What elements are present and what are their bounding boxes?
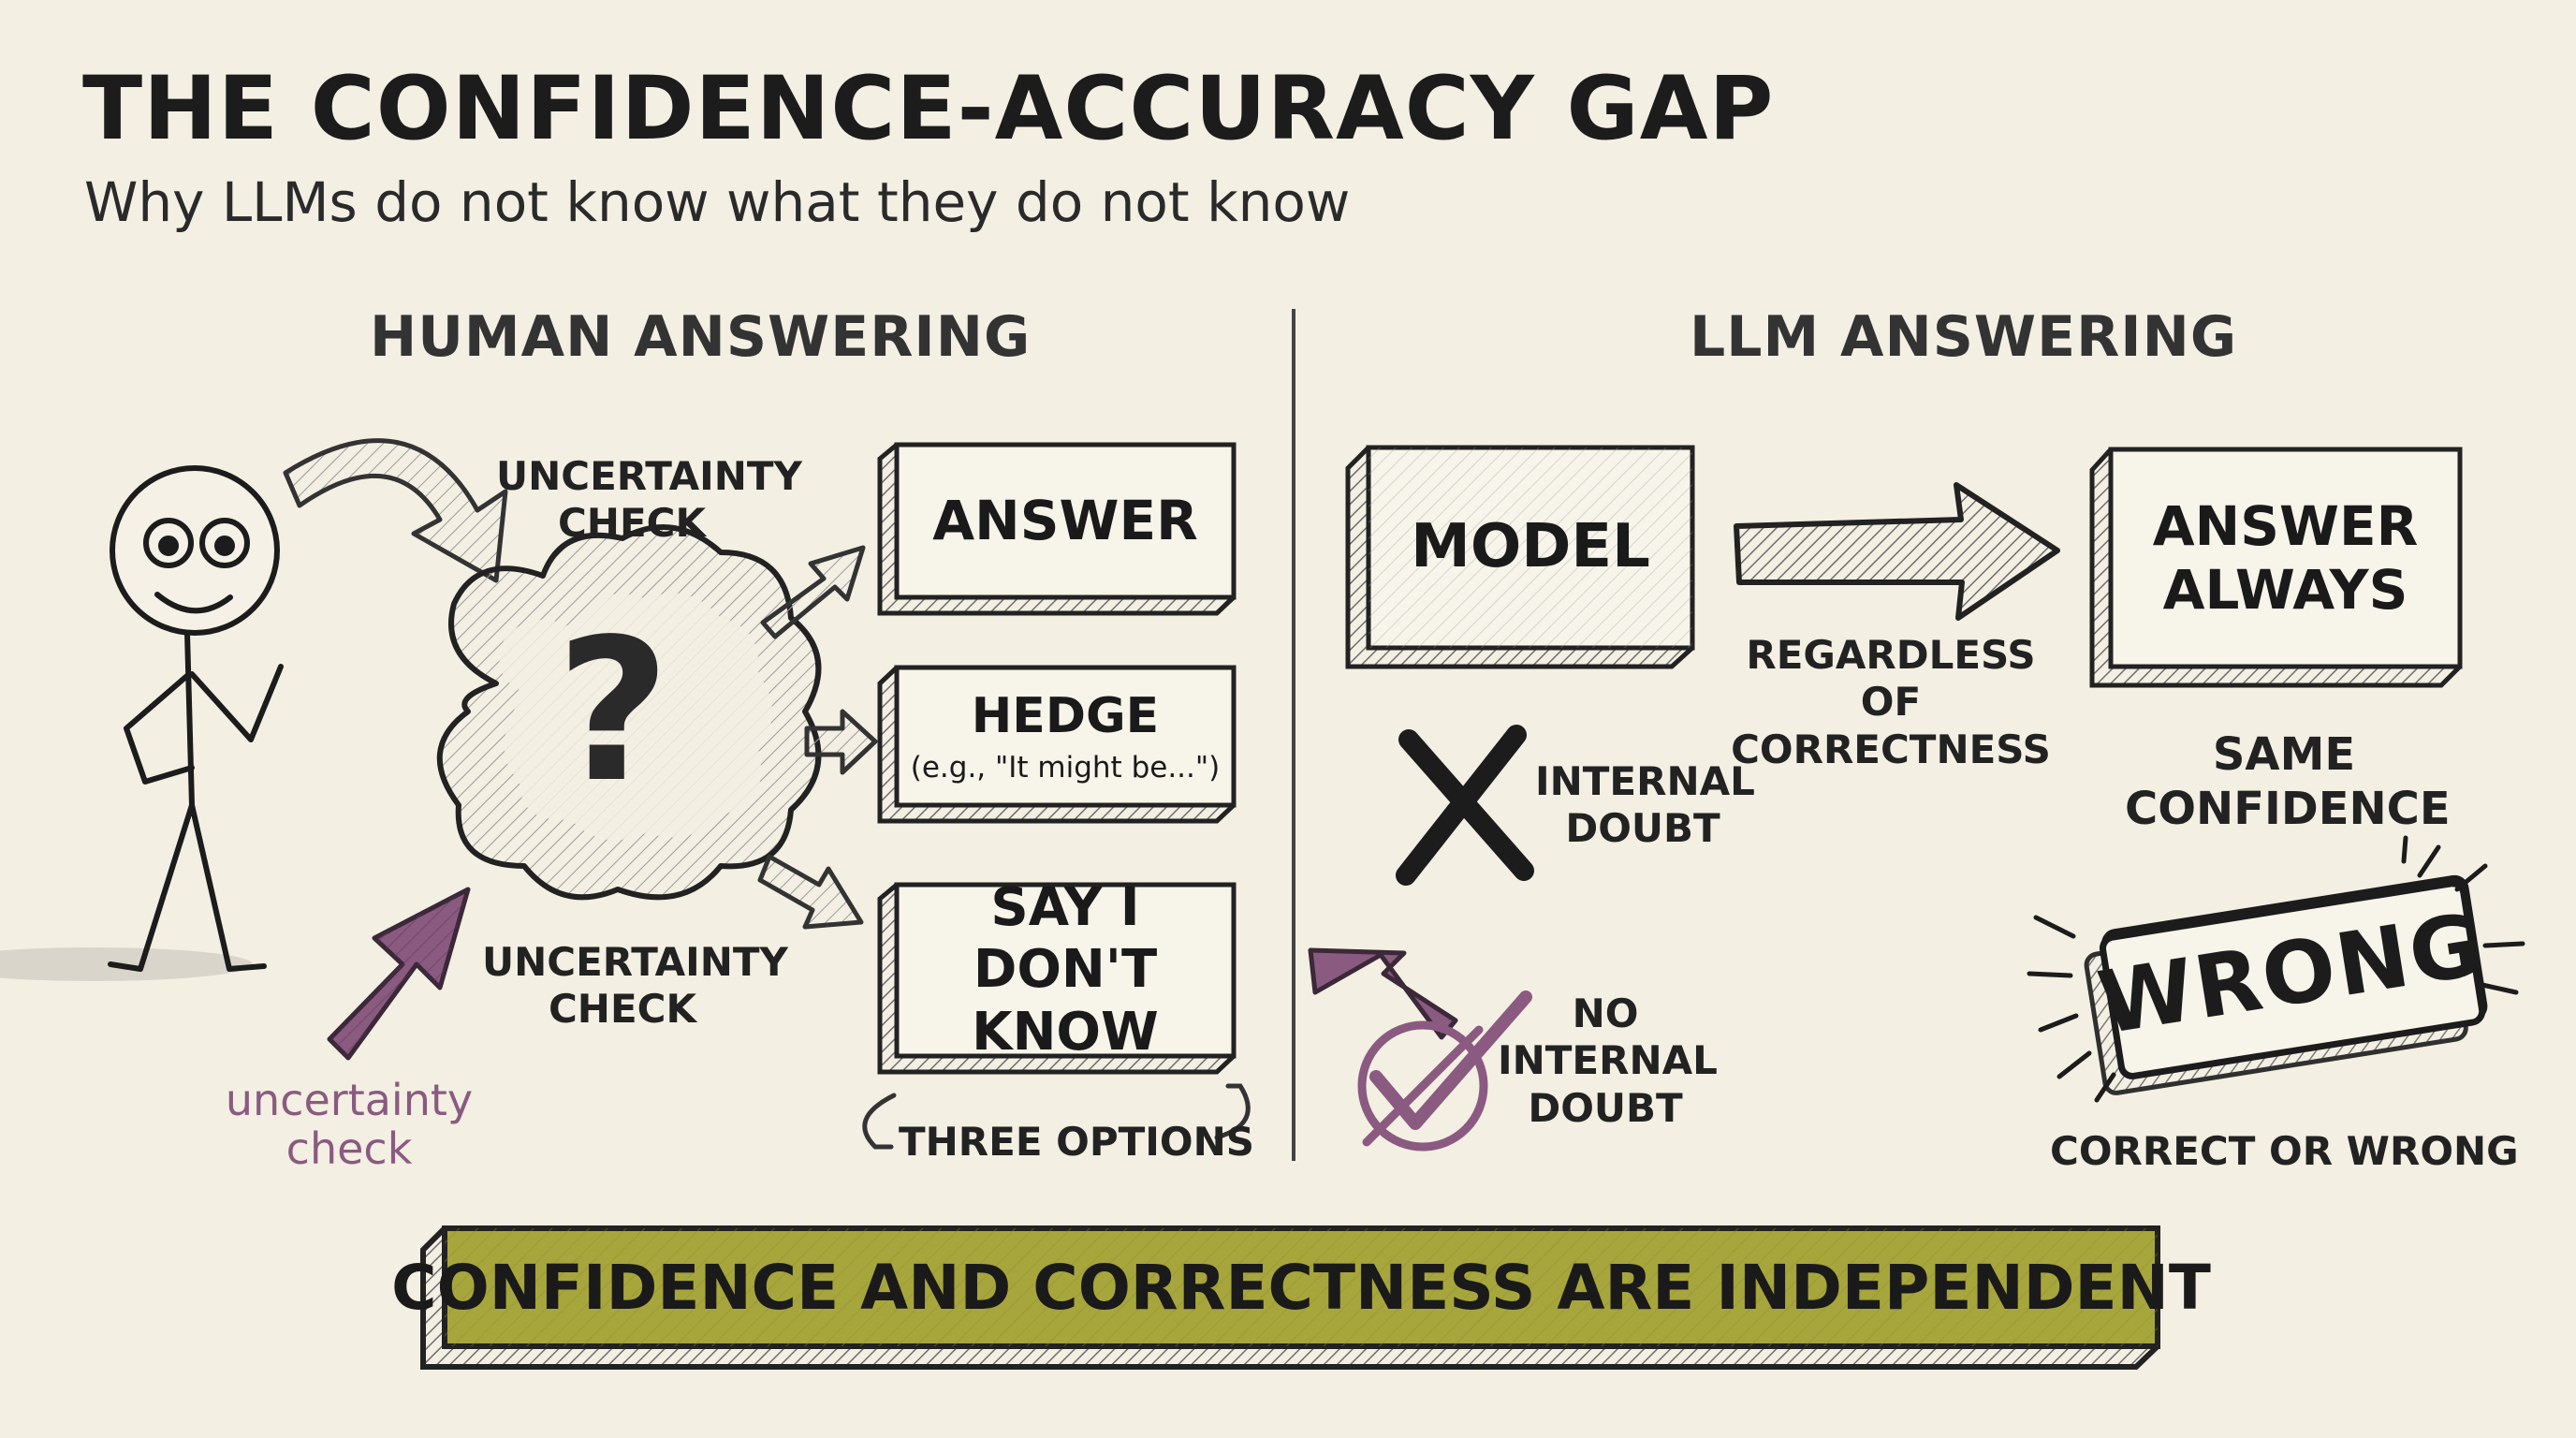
option-answer: ANSWER [897, 445, 1234, 597]
answer-box-frame [877, 442, 1237, 616]
option-hedge-label: HEDGE [971, 687, 1160, 744]
cross-x-icon [1396, 725, 1534, 886]
curl-arrow-right-icon [1214, 1083, 1251, 1140]
curved-arrow-icon [283, 438, 508, 583]
burst-lines-icon [2027, 835, 2525, 1103]
no-internal-doubt-label: NO INTERNAL DOUBT [1498, 990, 1718, 1131]
curl-arrow-left-icon [862, 1093, 897, 1150]
answer-always-box-frame [2089, 447, 2463, 688]
arrow-to-answer-icon [760, 545, 866, 639]
option-dont-know-label: SAY I DON'T KNOW [972, 877, 1159, 1063]
answer-always-label: ANSWER ALWAYS [2152, 493, 2419, 622]
conclusion-banner: CONFIDENCE AND CORRECTNESS ARE INDEPENDE… [391, 1251, 2211, 1324]
three-options-caption: THREE OPTIONS [899, 1119, 1255, 1165]
banner-frame [420, 1225, 2160, 1370]
model-box-frame [1345, 445, 1695, 669]
big-arrow-icon [1734, 482, 2060, 621]
same-confidence-label: SAME CONFIDENCE [2125, 728, 2451, 835]
stick-figure-icon [0, 465, 284, 981]
uncertainty-check-top-label: UNCERTAINTY CHECK [496, 453, 802, 547]
regardless-label: REGARDLESS OF CORRECTNESS [1731, 632, 2051, 772]
option-dont-know: SAY I DON'T KNOW [897, 877, 1234, 1062]
hedge-box-frame [877, 665, 1237, 824]
crossed-check-icon [1357, 990, 1532, 1152]
answer-always-box: ANSWER ALWAYS [2111, 449, 2460, 667]
page-subtitle: Why LLMs do not know what they do not kn… [84, 170, 1351, 234]
internal-doubt-label: INTERNAL DOUBT [1535, 758, 1755, 852]
page-title: THE CONFIDENCE-ACCURACY GAP [82, 58, 1775, 160]
dont-know-box-frame [877, 882, 1237, 1075]
uncertainty-check-purple-label: uncertainty check [225, 1075, 474, 1174]
question-mark-icon: ? [556, 596, 670, 826]
option-answer-label: ANSWER [932, 489, 1198, 553]
purple-arrow-icon [327, 887, 471, 1061]
uncertainty-check-bottom-label: UNCERTAINTY CHECK [482, 939, 788, 1033]
purple-arrow-right-icon [1308, 947, 1458, 1040]
arrow-to-hedge-icon [804, 709, 878, 775]
wrong-stamp-icon [2084, 874, 2488, 1095]
option-hedge-note: (e.g., "It might be...") [910, 750, 1221, 785]
human-answering-heading: HUMAN ANSWERING [370, 304, 1032, 370]
arrow-to-dont-know-icon [757, 854, 864, 930]
model-box: MODEL [1368, 448, 1692, 648]
llm-answering-heading: LLM ANSWERING [1690, 304, 2238, 370]
model-label: MODEL [1411, 512, 1650, 582]
correct-or-wrong-label: CORRECT OR WRONG [2050, 1128, 2519, 1174]
option-hedge: HEDGE (e.g., "It might be...") [897, 668, 1234, 805]
